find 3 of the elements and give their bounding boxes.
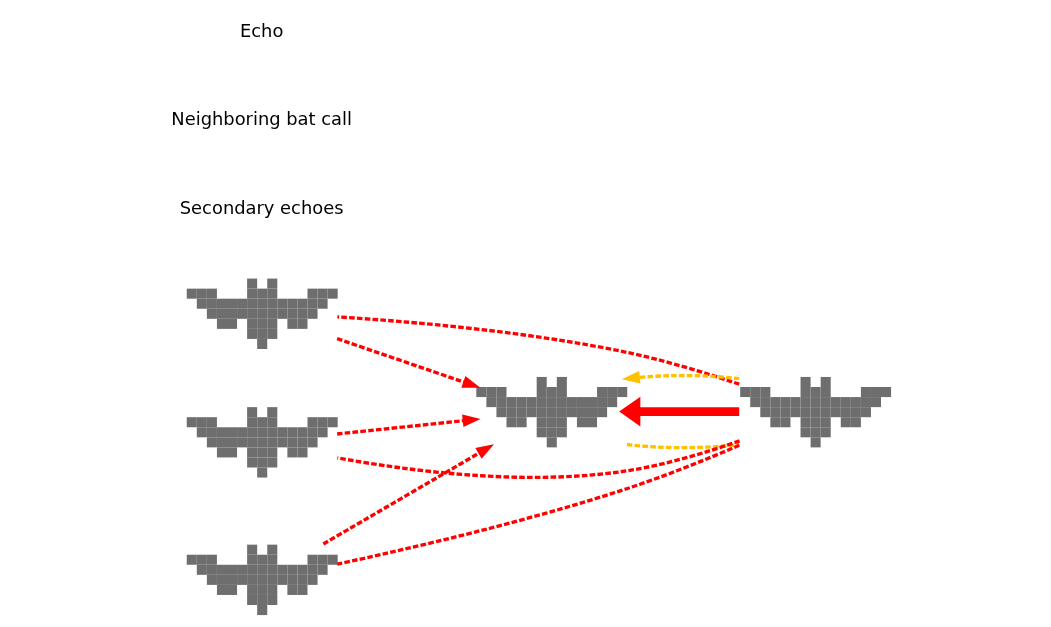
- legend-label: Echo: [239, 19, 284, 41]
- legend-label: Neighboring bat call: [171, 108, 352, 130]
- legend-label: Secondary echoes: [179, 196, 344, 218]
